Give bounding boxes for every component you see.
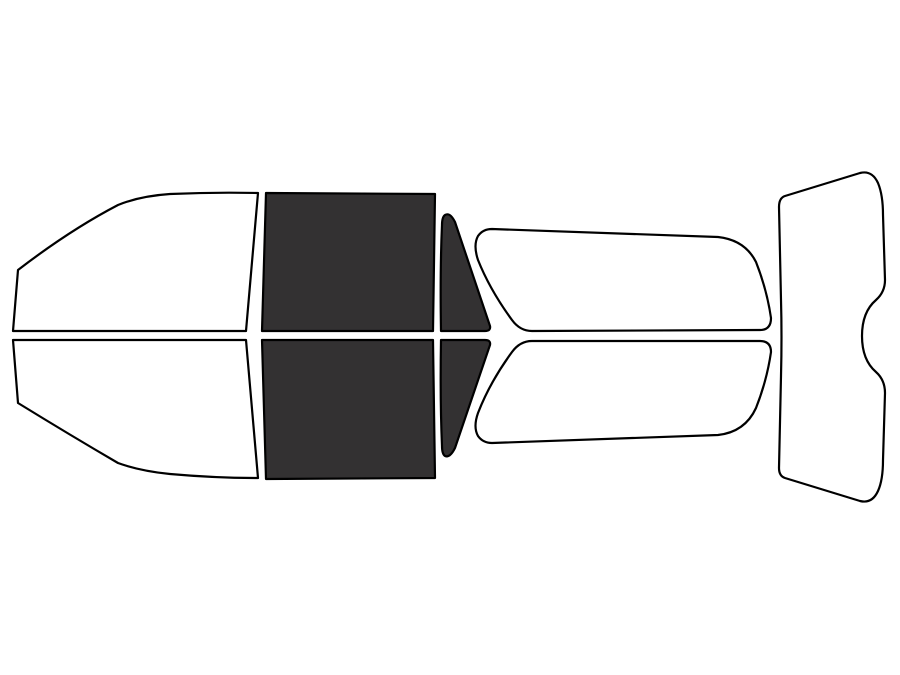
front-door-window-upper — [260, 191, 437, 333]
roof-glass-upper — [474, 227, 773, 333]
roof-glass-lower — [474, 339, 773, 445]
front-door-window-lower — [260, 338, 437, 481]
rear-window — [777, 171, 887, 503]
quarter-window-upper — [439, 213, 492, 333]
windshield-upper-half — [11, 191, 260, 333]
quarter-window-lower — [439, 338, 492, 458]
windshield-lower-half — [11, 338, 260, 480]
